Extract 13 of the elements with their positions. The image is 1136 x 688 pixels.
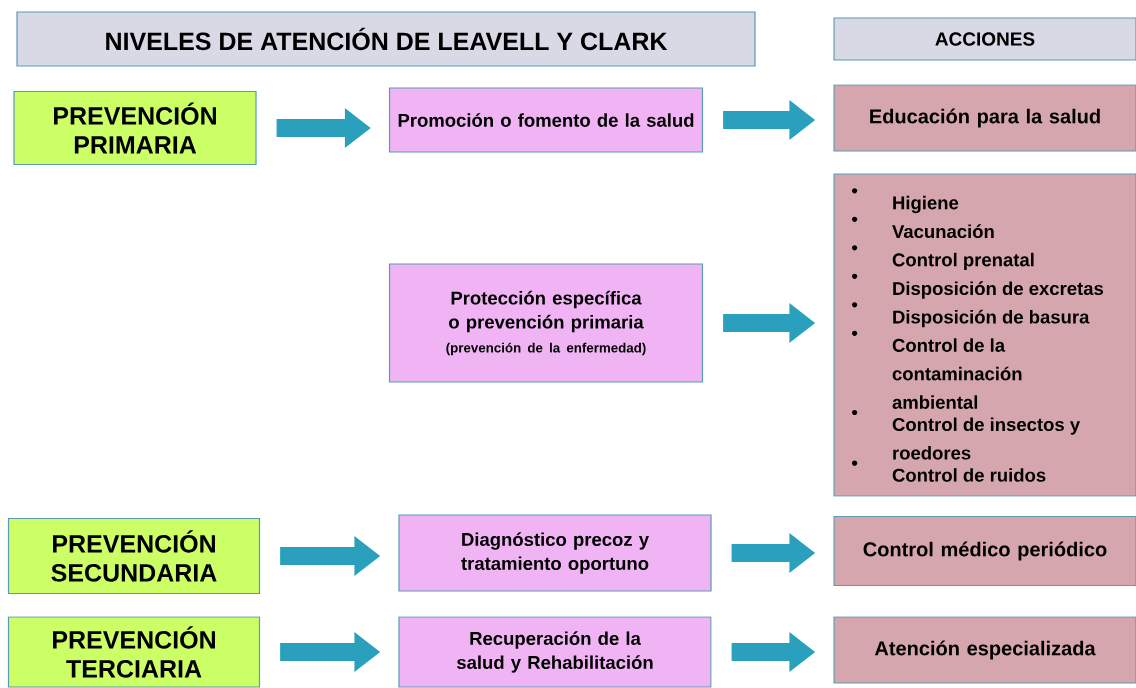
title-box: NIVELES DE ATENCIÓN DE LEAVELL Y CLARK: [16, 11, 756, 67]
action-list-box: Higiene Vacunación Control prenatal Disposición de excretas Disposición de basura Control de la contaminación ambiental Control de insectos y roedores Control de ruidos: [833, 173, 1136, 497]
stage-box: Promoción o fomento de la salud: [388, 87, 704, 153]
column-heading-box: ACCIONES: [833, 17, 1136, 61]
action-box: Control médico periódico: [833, 515, 1136, 587]
level-box: PREVENCIÓN TERCIARIA: [7, 616, 261, 688]
level-box: PREVENCIÓN SECUNDARIA: [7, 517, 261, 595]
stage-box: Recuperación de la salud y Rehabilitación: [398, 616, 712, 688]
action-box: Educación para la salud: [833, 84, 1136, 152]
stage-box: Diagnóstico precoz y tratamiento oportuno: [398, 514, 712, 592]
action-box: Atención especializada: [833, 616, 1136, 684]
level-box: PREVENCIÓN PRIMARIA: [13, 90, 257, 166]
stage-box: Protección específica o prevención primaria (prevención de la enfermedad): [388, 263, 704, 383]
